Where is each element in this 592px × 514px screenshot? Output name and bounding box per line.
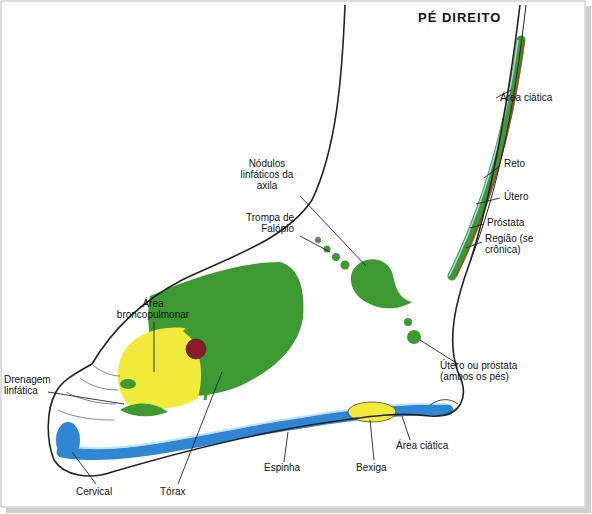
heel-line — [430, 400, 458, 405]
dot — [404, 318, 412, 326]
toe-spot — [120, 379, 136, 389]
callout-label: Área ciática — [500, 92, 580, 103]
dot — [332, 253, 340, 261]
frame-shadow — [6, 508, 591, 513]
callout-label: Área broncopulmonar — [112, 298, 194, 320]
dot — [341, 261, 350, 270]
callout-label: Próstata — [487, 217, 557, 228]
foot-outline — [48, 5, 520, 476]
cervical-spot — [56, 422, 80, 458]
callout-label: Nódulos linfáticos da axila — [232, 158, 302, 191]
dot — [315, 237, 321, 243]
callout-label: Tórax — [160, 486, 210, 497]
callout-label: Reto — [504, 158, 564, 169]
callout-label: Útero ou próstata (ambos os pés) — [440, 360, 540, 382]
frame — [1, 1, 585, 507]
callout-label: Útero — [504, 191, 564, 202]
axilla-zone — [351, 259, 412, 308]
leaf-spot — [120, 403, 168, 416]
callout-label: Espinha — [264, 462, 324, 473]
callout-label: Região (se crônica) — [485, 233, 547, 255]
zone-edge — [184, 330, 208, 400]
callout-label: Cervical — [76, 486, 136, 497]
uterus-spot — [407, 330, 421, 344]
callout-label: Drenagem linfática — [4, 374, 60, 396]
diagram-title: PÉ DIREITO — [418, 10, 501, 25]
frame-shadow — [586, 6, 591, 512]
callout-label: Área ciática — [396, 440, 476, 451]
heart-spot — [186, 339, 206, 359]
callout-label: Trompa de Falópio — [232, 212, 294, 234]
bronchopulmonary-zone — [118, 328, 201, 409]
toe-lines — [58, 364, 120, 420]
leader-lines — [48, 90, 511, 484]
callout-label: Bexiga — [356, 462, 416, 473]
